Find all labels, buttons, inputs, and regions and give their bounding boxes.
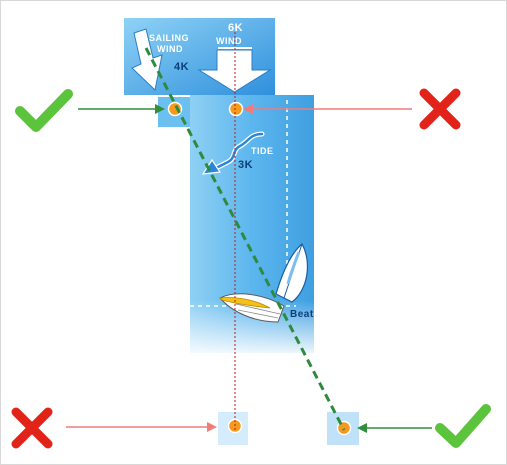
boat-upright <box>275 243 309 303</box>
marker-bottom-left <box>218 412 248 445</box>
wind-speed: 6K <box>228 22 244 34</box>
tide-label: TIDE <box>251 146 274 156</box>
sailing-wind-label: SAILING <box>149 33 190 43</box>
cross-icon <box>419 88 461 130</box>
marker-top-left <box>158 97 190 127</box>
checkmark-icon <box>435 404 491 448</box>
wind-panel <box>124 18 275 95</box>
sailing-wind-speed: 4K <box>174 61 190 73</box>
checkmark-icon <box>15 89 73 132</box>
pointer-arrow-red-bottom <box>66 422 217 432</box>
pointer-arrow-green-bottom <box>357 423 432 433</box>
marker-bottom-right <box>327 412 359 445</box>
marker-top-right <box>228 101 244 117</box>
tide-arrow <box>201 131 265 175</box>
cross-icon <box>11 407 53 449</box>
pointer-arrow-red-top <box>243 104 412 114</box>
tide-speed: 3K <box>238 159 254 171</box>
sailing-wind-label-line2: WIND <box>157 44 183 54</box>
boat-heeled <box>219 293 285 323</box>
pointer-arrow-green-top <box>78 104 165 114</box>
point-of-sail-label: Beat <box>290 309 314 320</box>
wind-label: WIND <box>216 36 242 46</box>
course-line <box>144 47 346 431</box>
